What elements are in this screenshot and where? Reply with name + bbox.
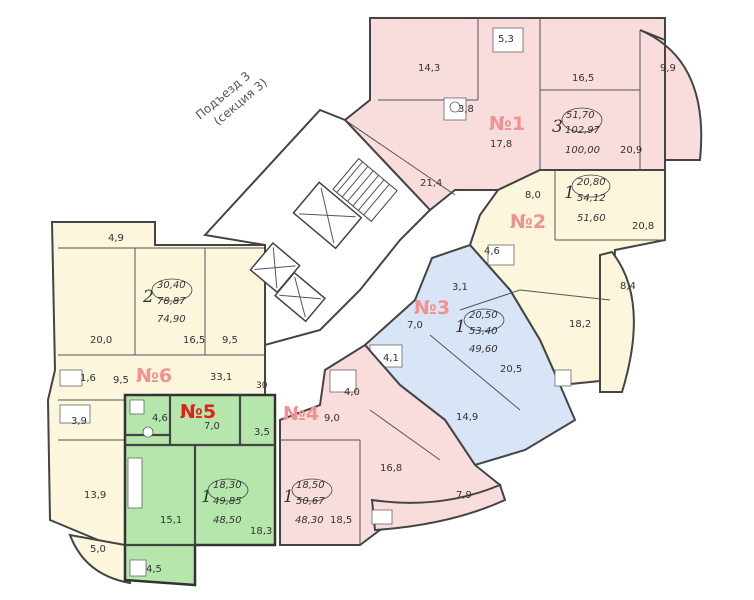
- apt-1-summary: 3 51,70 102,97 100,00: [552, 107, 603, 156]
- room-area: 8,0: [525, 190, 541, 201]
- apt-3-number: №3: [414, 297, 450, 319]
- apt-4-living: 18,50: [296, 480, 325, 491]
- room-area: 3,5: [254, 427, 270, 438]
- apt-6-living: 30,40: [157, 280, 186, 291]
- apt-5-rooms: 1: [201, 487, 212, 507]
- room-labels-apt-1: 14,3 5,3 3,8 16,5 9,9 21,4 17,8 20,9: [418, 34, 676, 189]
- apartment-6-balcony: [68, 533, 132, 585]
- room-area: 17,8: [490, 139, 512, 150]
- apt-3-total: 53,40: [469, 326, 498, 337]
- apt-6-total-b: 74,90: [157, 314, 186, 325]
- room-labels-apt-5: 4,6 7,0 3,5 15,1 18,3 4,5 30: [146, 381, 272, 575]
- apt-3-summary: 1 20,50 53,40 49,60: [455, 308, 505, 355]
- apt-2-total: 54,12: [577, 193, 606, 204]
- apt-5-total-b: 48,50: [213, 515, 242, 526]
- apartment-4[interactable]: [279, 343, 507, 546]
- apt-1-number: №1: [489, 113, 525, 135]
- room-area: 4,9: [108, 233, 124, 244]
- apt-4-total: 50,67: [296, 496, 325, 507]
- apt-1-total-b: 100,00: [565, 145, 600, 156]
- apt-4-number: №4: [283, 403, 319, 425]
- room-labels-apt-2: 8,0 20,8 4,6 8,4 18,2: [484, 190, 654, 330]
- room-area: 7,0: [204, 421, 220, 432]
- room-area: 14,9: [456, 412, 478, 423]
- room-labels-apt-3: 3,1 7,0 4,1 20,5 14,9: [383, 282, 522, 423]
- room-area: 14,3: [418, 63, 440, 74]
- apt-2-rooms: 1: [564, 183, 575, 203]
- room-area: 9,5: [222, 335, 238, 346]
- room-area: 5,3: [498, 34, 514, 45]
- apartment-1-balcony: [639, 29, 703, 161]
- apt-3-rooms: 1: [455, 317, 466, 337]
- room-area: 16,5: [183, 335, 205, 346]
- apt-3-total-b: 49,60: [469, 344, 498, 355]
- room-area: 7,9: [456, 490, 472, 501]
- room-area: 30: [256, 381, 268, 391]
- room-area: 20,8: [632, 221, 654, 232]
- room-area: 4,6: [152, 413, 168, 424]
- apt-2-summary: 1 20,80 54,12 51,60: [564, 174, 611, 224]
- room-area: 33,1: [210, 372, 232, 383]
- apartment-5[interactable]: [123, 393, 277, 587]
- room-area: 8,4: [620, 281, 636, 292]
- room-area: 21,4: [420, 178, 442, 189]
- room-area: 15,1: [160, 515, 182, 526]
- apt-6-number: №6: [136, 365, 172, 387]
- apt-5-total: 49,85: [213, 496, 242, 507]
- apt-1-total: 102,97: [565, 125, 601, 136]
- room-area: 13,9: [84, 490, 106, 501]
- apt-1-rooms: 3: [552, 117, 563, 137]
- room-area: 20,5: [500, 364, 522, 375]
- apt-5-living: 18,30: [213, 480, 242, 491]
- room-area: 4,5: [146, 564, 162, 575]
- apt-2-number: №2: [510, 211, 546, 233]
- room-area: 20,9: [620, 145, 642, 156]
- room-area: 4,6: [484, 246, 500, 257]
- apt-3-living: 20,50: [469, 310, 498, 321]
- room-area: 3,1: [452, 282, 468, 293]
- room-area: 7,0: [407, 320, 423, 331]
- apt-4-summary: 1 18,50 50,67 48,30: [283, 478, 333, 526]
- room-area: 16,5: [572, 73, 594, 84]
- apt-4-total-b: 48,30: [295, 515, 324, 526]
- apt-6-summary: 2 30,40 78,87 74,90: [142, 278, 193, 325]
- room-area: 3,8: [458, 104, 474, 115]
- room-area: 4,0: [344, 387, 360, 398]
- apt-5-number: №5: [180, 401, 216, 423]
- apt-2-living: 20,80: [577, 177, 606, 188]
- apt-2-total-b: 51,60: [577, 213, 606, 224]
- room-area: 5,0: [90, 544, 106, 555]
- room-labels-apt-4: 4,0 9,0 16,8 7,9 18,5: [324, 387, 472, 526]
- room-area: 18,2: [569, 319, 591, 330]
- room-area: 3,9: [71, 416, 87, 427]
- room-area: 1,6: [80, 373, 96, 384]
- room-labels-apt-6: 4,9 20,0 16,5 9,5 1,6 9,5 33,1 3,9 13,9 …: [71, 233, 238, 555]
- apartment-4-balcony: [370, 483, 507, 532]
- room-area: 16,8: [380, 463, 402, 474]
- entrance-label: Подъезд 3 (секция 3): [193, 69, 270, 128]
- room-area: 9,5: [113, 375, 129, 386]
- room-area: 18,5: [330, 515, 352, 526]
- room-area: 18,3: [250, 526, 272, 537]
- apt-5-summary: 1 18,30 49,85 48,50: [201, 478, 249, 526]
- apt-6-total: 78,87: [157, 296, 186, 307]
- apartment-2-area: [468, 169, 666, 387]
- apartment-5-area: [123, 393, 277, 587]
- building-core: [203, 108, 432, 347]
- apt-4-rooms: 1: [283, 487, 294, 507]
- room-area: 9,9: [660, 63, 676, 74]
- room-area: 9,0: [324, 413, 340, 424]
- apartment-2-balcony: [599, 250, 635, 393]
- room-area: 20,0: [90, 335, 112, 346]
- apt-1-living: 51,70: [566, 110, 595, 121]
- apartment-2[interactable]: [468, 169, 666, 393]
- apartment-1[interactable]: [343, 17, 703, 212]
- apt-6-rooms: 2: [142, 287, 154, 307]
- room-area: 4,1: [383, 353, 399, 364]
